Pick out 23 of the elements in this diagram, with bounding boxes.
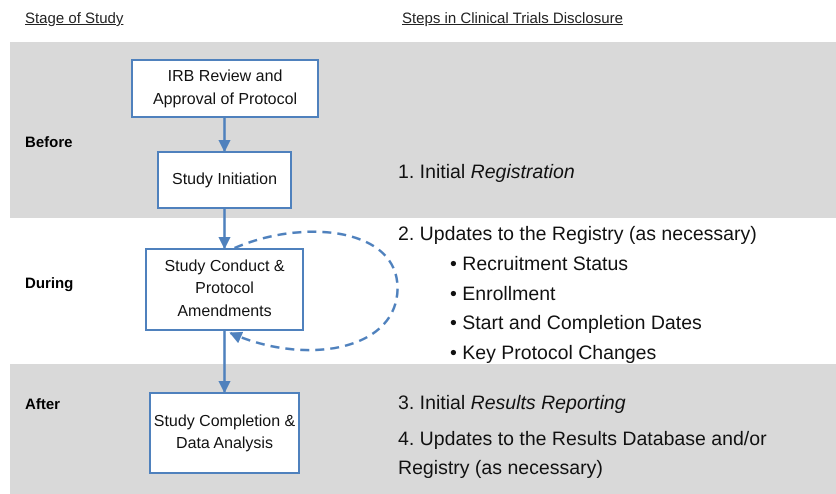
step-text: 1. Initial Registration [398, 160, 575, 185]
process-box: Study Completion & Data Analysis [149, 392, 300, 474]
arrow [218, 331, 231, 394]
stage-label: During [25, 275, 74, 292]
dashed-loop-arrow [229, 230, 399, 352]
step-text: 4. Updates to the Results Database and/or Registry (as necessary) [398, 427, 768, 482]
arrow [218, 209, 231, 250]
bullet-item: • Recruitment Status [450, 252, 628, 277]
column-header: Stage of Study [25, 10, 124, 27]
step-text: 2. Updates to the Registry (as necessary) [398, 222, 757, 247]
arrow [218, 118, 231, 152]
process-box: Study Conduct & Protocol Amendments [145, 248, 304, 331]
stage-label: Before [25, 134, 73, 151]
stage-label: After [25, 396, 60, 413]
stage-band [10, 364, 836, 494]
stage-band [10, 42, 836, 218]
bullet-item: • Start and Completion Dates [450, 311, 702, 336]
process-box: Study Initiation [157, 151, 292, 209]
bullet-item: • Key Protocol Changes [450, 341, 656, 366]
column-header: Steps in Clinical Trials Disclosure [402, 10, 623, 27]
step-text: 3. Initial Results Reporting [398, 391, 626, 416]
process-box: IRB Review and Approval of Protocol [131, 59, 319, 118]
bullet-item: • Enrollment [450, 282, 556, 307]
